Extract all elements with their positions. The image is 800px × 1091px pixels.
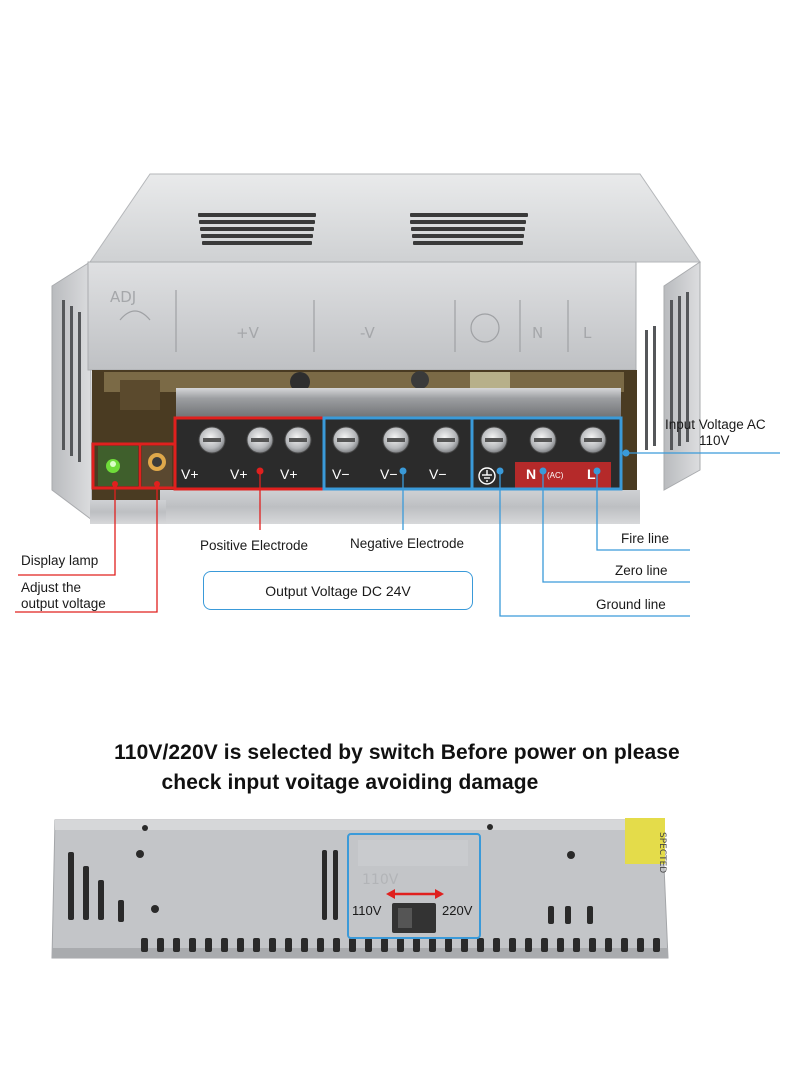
- svg-text:SPECTED: SPECTED: [657, 832, 667, 873]
- bottom-slot: [589, 938, 596, 952]
- side-vents: [62, 292, 689, 462]
- svg-text:N: N: [532, 324, 543, 342]
- positive-electrode-label: Positive Electrode: [200, 538, 309, 553]
- input-frame: [470, 416, 623, 491]
- bottom-slot: [141, 938, 148, 952]
- input-voltage-line2: 110V: [699, 433, 730, 448]
- bottom-slot: [605, 938, 612, 952]
- fire-line-label: Fire line: [621, 531, 670, 546]
- negative-electrode-label: Negative Electrode: [350, 536, 465, 551]
- bottom-slot: [349, 938, 356, 952]
- bottom-slot: [525, 938, 532, 952]
- heading-line2: check input voitage avoiding damage: [161, 771, 539, 794]
- bottom-slot: [269, 938, 276, 952]
- output-voltage-box: Output Voltage DC 24V: [203, 571, 473, 610]
- negative-terminal-label: V−: [429, 466, 447, 482]
- bottom-slot: [637, 938, 644, 952]
- heading-line1: 110V/220V is selected by switch Before p…: [114, 741, 680, 764]
- bottom-slot-row: [141, 938, 660, 952]
- bottom-slot: [493, 938, 500, 952]
- neutral-terminal-label: N: [526, 466, 537, 482]
- bottom-slot: [237, 938, 244, 952]
- bottom-slot: [621, 938, 628, 952]
- bottom-slot: [253, 938, 260, 952]
- bottom-slot: [429, 938, 436, 952]
- embossed-labels: [119, 290, 569, 352]
- adjust-line1: Adjust the: [21, 580, 82, 595]
- screw-slot: [289, 438, 307, 442]
- side-slots: [68, 850, 593, 924]
- input-voltage-line1: Input Voltage AC: [665, 417, 766, 432]
- screw-slot: [251, 438, 269, 442]
- bottom-slot: [541, 938, 548, 952]
- display-lamp-label: Display lamp: [21, 553, 99, 568]
- negative-terminal-label: V−: [380, 466, 398, 482]
- bottom-slot: [509, 938, 516, 952]
- switch-110v-label: 110V: [352, 903, 382, 918]
- screw-slot: [437, 438, 455, 442]
- switch-frame: [347, 833, 481, 939]
- positive-terminal-label: V+: [181, 466, 199, 482]
- side-holes: [136, 824, 575, 913]
- bottom-slot: [333, 938, 340, 952]
- live-terminal-label: L: [587, 466, 596, 482]
- adjust-voltage-callout: Adjust the output voltage: [21, 580, 106, 612]
- bottom-slot: [397, 938, 404, 952]
- negative-terminal-label: V−: [332, 466, 350, 482]
- bottom-slot: [365, 938, 372, 952]
- bottom-slot: [653, 938, 660, 952]
- bottom-slot: [557, 938, 564, 952]
- leader-lines: [15, 449, 780, 617]
- bottom-slot: [477, 938, 484, 952]
- switch-220v-label: 220V: [442, 903, 473, 918]
- bottom-slot: [173, 938, 180, 952]
- zero-line-label: Zero line: [615, 563, 668, 578]
- ground-symbol: [478, 467, 496, 485]
- screw-slot: [534, 438, 552, 442]
- power-supply-top-view: ADJ +V -V N L: [51, 173, 701, 524]
- bottom-slot: [157, 938, 164, 952]
- screw-slot: [485, 438, 503, 442]
- ground-line-label: Ground line: [596, 597, 666, 612]
- bottom-slot: [381, 938, 388, 952]
- svg-text:ADJ: ADJ: [110, 288, 136, 306]
- bottom-slot: [301, 938, 308, 952]
- adjust-line2: output voltage: [21, 596, 106, 611]
- bottom-slot: [461, 938, 468, 952]
- bottom-slot: [445, 938, 452, 952]
- lid-vents: [198, 213, 528, 245]
- bottom-slot: [413, 938, 420, 952]
- screw-slot: [337, 438, 355, 442]
- screw-slot: [203, 438, 221, 442]
- svg-text:110V: 110V: [362, 872, 399, 888]
- bottom-slot: [317, 938, 324, 952]
- positive-terminal-label: V+: [280, 466, 298, 482]
- bottom-slot: [205, 938, 212, 952]
- screw-slot: [387, 438, 405, 442]
- svg-text:-V: -V: [360, 324, 376, 342]
- power-supply-side-view: SPECTED 110V: [51, 818, 669, 959]
- bottom-slot: [573, 938, 580, 952]
- bottom-slot: [189, 938, 196, 952]
- positive-terminal-label: V+: [230, 466, 248, 482]
- svg-text:L: L: [583, 324, 592, 342]
- bottom-slot: [221, 938, 228, 952]
- terminal-screws: [198, 426, 607, 454]
- bottom-slot: [285, 938, 292, 952]
- output-voltage-label: Output Voltage DC 24V: [265, 582, 411, 599]
- svg-text:+V: +V: [236, 324, 260, 342]
- screw-slot: [584, 438, 602, 442]
- input-voltage-callout: Input Voltage AC 110V: [665, 417, 785, 449]
- neutral-ac-label: (AC): [547, 471, 564, 480]
